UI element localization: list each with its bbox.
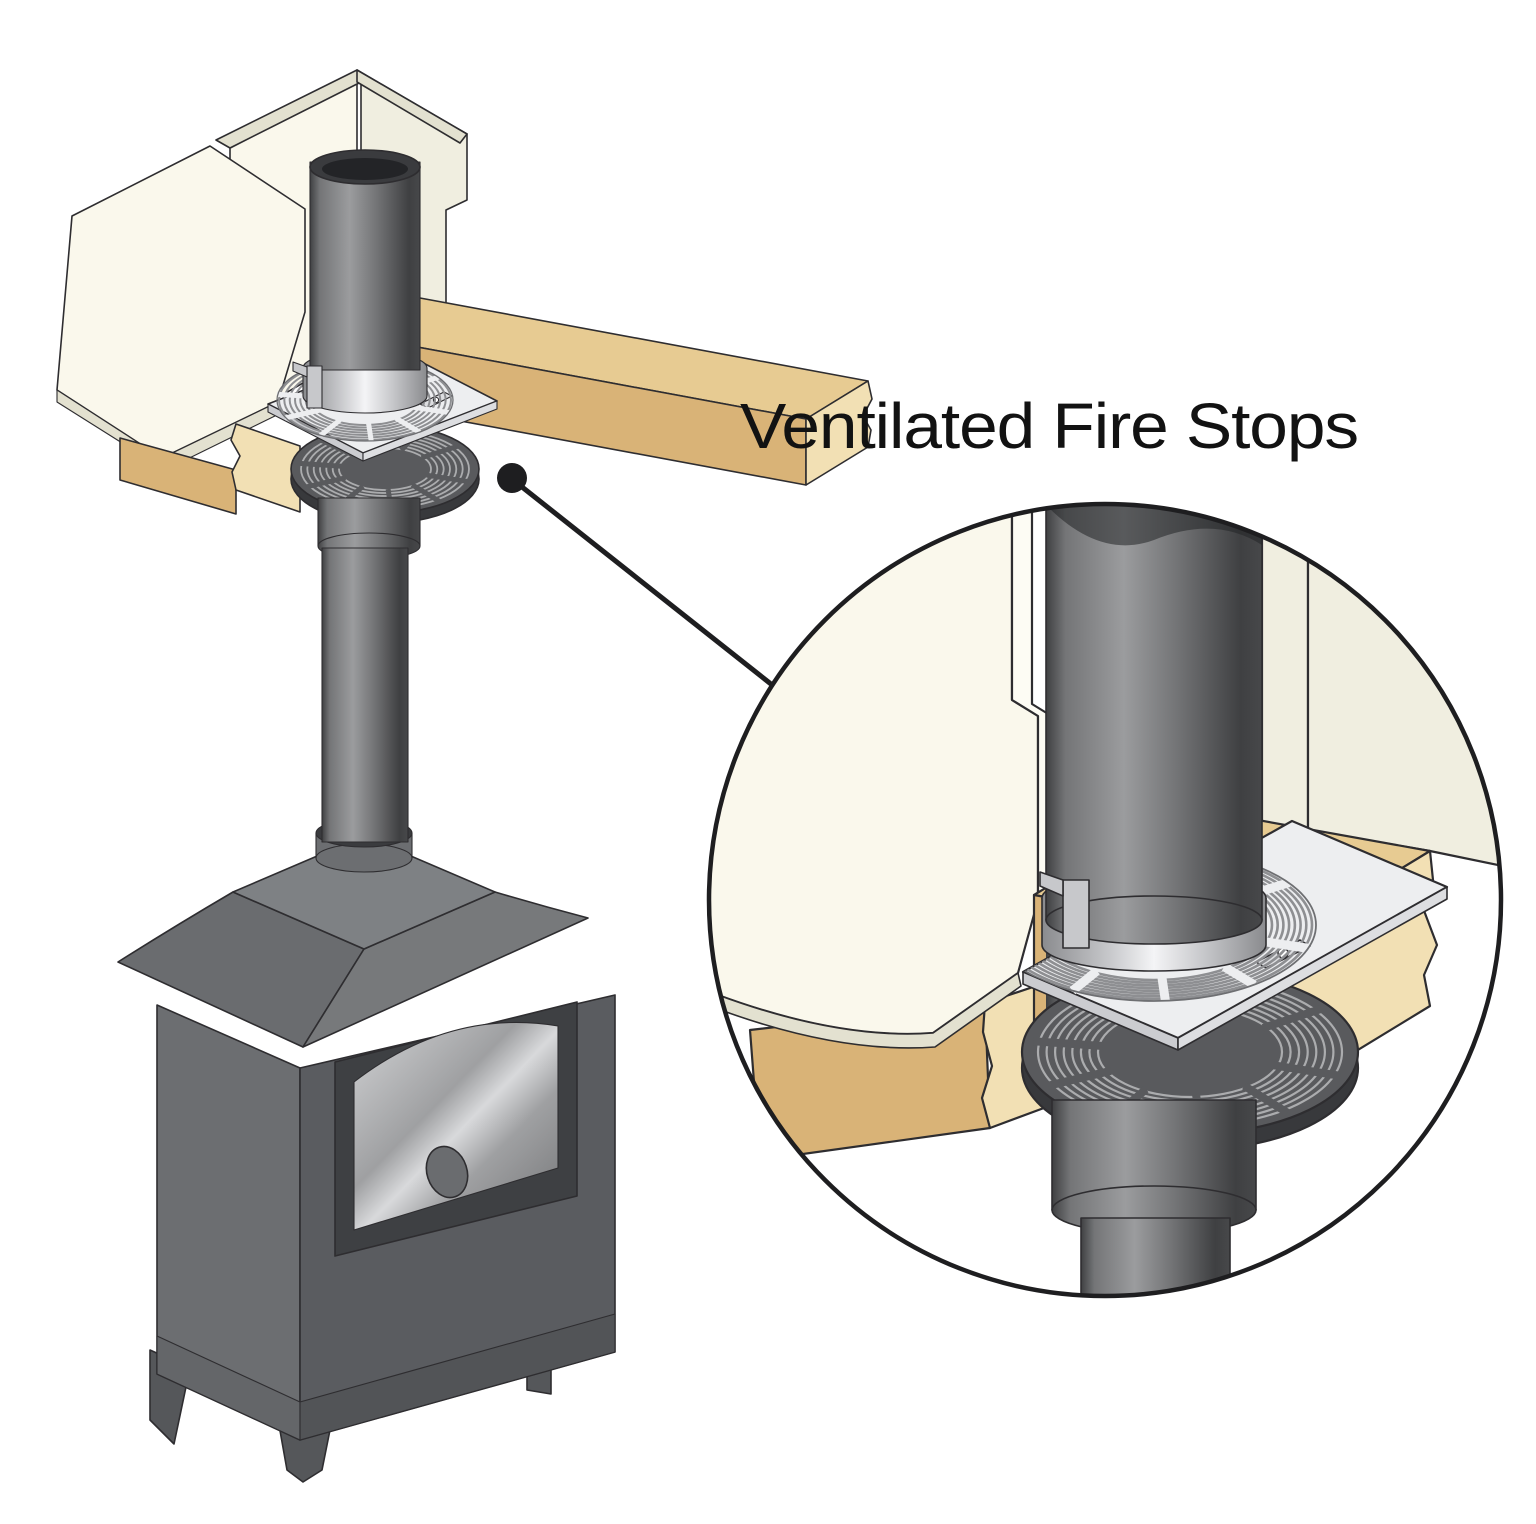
flue-pipe-lower [321, 547, 409, 843]
detail-pipe-below [1080, 1217, 1231, 1296]
detail-flue-pipe-body [1045, 504, 1263, 921]
vent-spoke [426, 472, 470, 485]
stove-door-glass [353, 1021, 559, 1231]
detail-collar-tab-flap [1039, 871, 1064, 897]
collar-locking-tab [306, 365, 323, 409]
diagram-label: Ventilated Fire Stops [740, 390, 1358, 462]
vent-spoke [1157, 977, 1170, 1002]
vent-spoke [420, 443, 459, 461]
flue-pipe-upper [292, 149, 421, 409]
detail-flue-pipe [1039, 504, 1263, 949]
stove-flue-collar-bottom [315, 843, 413, 873]
detail-collar-locking-tab [1062, 879, 1090, 949]
vent-spoke [1069, 967, 1100, 995]
stove [117, 818, 616, 1483]
stove-roof-left-face [117, 891, 365, 1048]
detail-circle-outline [706, 501, 1504, 1299]
vent-spoke [1261, 1005, 1323, 1032]
stove-roof-right-face [302, 891, 589, 1048]
vent-spoke [1047, 1066, 1112, 1090]
vent-spoke [410, 482, 441, 504]
detail-sheet-edge-strip [709, 972, 1022, 1049]
vent-spoke [1261, 936, 1310, 953]
vent-spoke [1033, 1037, 1104, 1050]
joist-right-end-grain [805, 380, 873, 486]
flue-pipe-upper-body [309, 161, 421, 371]
vent-spoke [284, 407, 321, 421]
vent-spoke [366, 422, 374, 442]
joist-left-end-grain [230, 423, 301, 513]
wall-board-right-top-edge [356, 69, 468, 144]
ceiling-cutaway [56, 69, 468, 471]
vent-spoke [1242, 1082, 1290, 1117]
flue-pipe-top-inner [322, 158, 408, 180]
detail-plate-edge-right [1177, 886, 1448, 1051]
fire-stop-plate-edge-right [362, 400, 498, 462]
installation-view [56, 69, 873, 1483]
stove-door-knob [425, 1145, 469, 1199]
vent-spoke [394, 415, 422, 435]
stove-plinth-front [299, 1313, 616, 1441]
callout-dot [497, 463, 527, 493]
joist-left-front-face [119, 437, 237, 515]
callout-line [515, 481, 778, 690]
collar-locking-tab-flap [292, 361, 308, 378]
vent-spoke [1221, 962, 1257, 989]
vent-spoke [305, 475, 347, 490]
vent-spoke [297, 460, 342, 469]
callout [497, 463, 778, 690]
vent-spoke [318, 417, 342, 438]
vent-spoke [1273, 1061, 1341, 1080]
detail-flue-pipe-bottom [1045, 895, 1263, 945]
vent-spoke [412, 404, 450, 416]
detail-wall-right-upper [1306, 504, 1501, 868]
detail-view [706, 501, 1504, 1299]
detail-content [709, 504, 1501, 1296]
